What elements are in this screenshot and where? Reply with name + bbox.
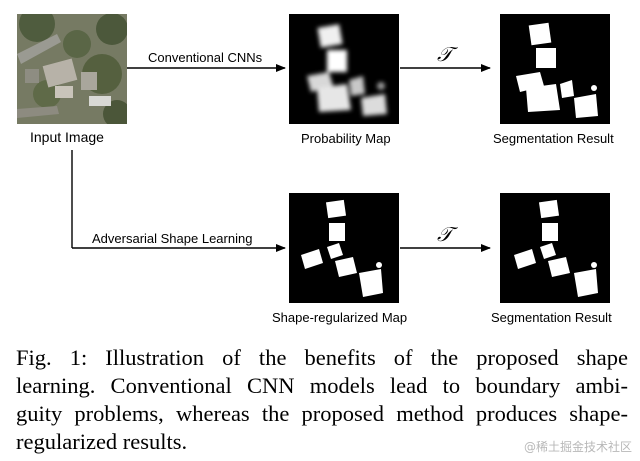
- watermark: @稀土掘金技术社区: [523, 440, 632, 454]
- top-segmentation-result-label: Segmentation Result: [493, 131, 614, 146]
- caption-line: guity problems, whereas the proposed met…: [16, 401, 628, 426]
- adversarial-shape-learning-label: Adversarial Shape Learning: [92, 231, 253, 246]
- top-segmentation-result: [500, 14, 610, 124]
- caption-line: Fig. 1: Illustration of the benefits of …: [16, 345, 628, 370]
- caption-line: learning. Conventional CNN models lead t…: [16, 373, 628, 398]
- shape-regularized-map-label: Shape-regularized Map: [272, 310, 408, 325]
- probability-map-label: Probability Map: [301, 131, 391, 146]
- probability-map: [289, 14, 399, 124]
- conventional-cnns-label: Conventional CNNs: [148, 50, 263, 65]
- bottom-transform-symbol: 𝒯: [437, 222, 453, 246]
- input-image-label: Input Image: [30, 129, 104, 145]
- flow-arrows: [71, 64, 491, 252]
- bottom-segmentation-result: [500, 193, 610, 303]
- figure-caption: Fig. 1: Illustration of the benefits of …: [16, 344, 628, 456]
- top-transform-symbol: 𝒯: [437, 42, 453, 66]
- caption-line: regularized results.: [16, 429, 188, 454]
- bottom-segmentation-result-label: Segmentation Result: [491, 310, 612, 325]
- shape-regularized-map: [289, 193, 399, 303]
- input-aerial-image: [17, 14, 127, 124]
